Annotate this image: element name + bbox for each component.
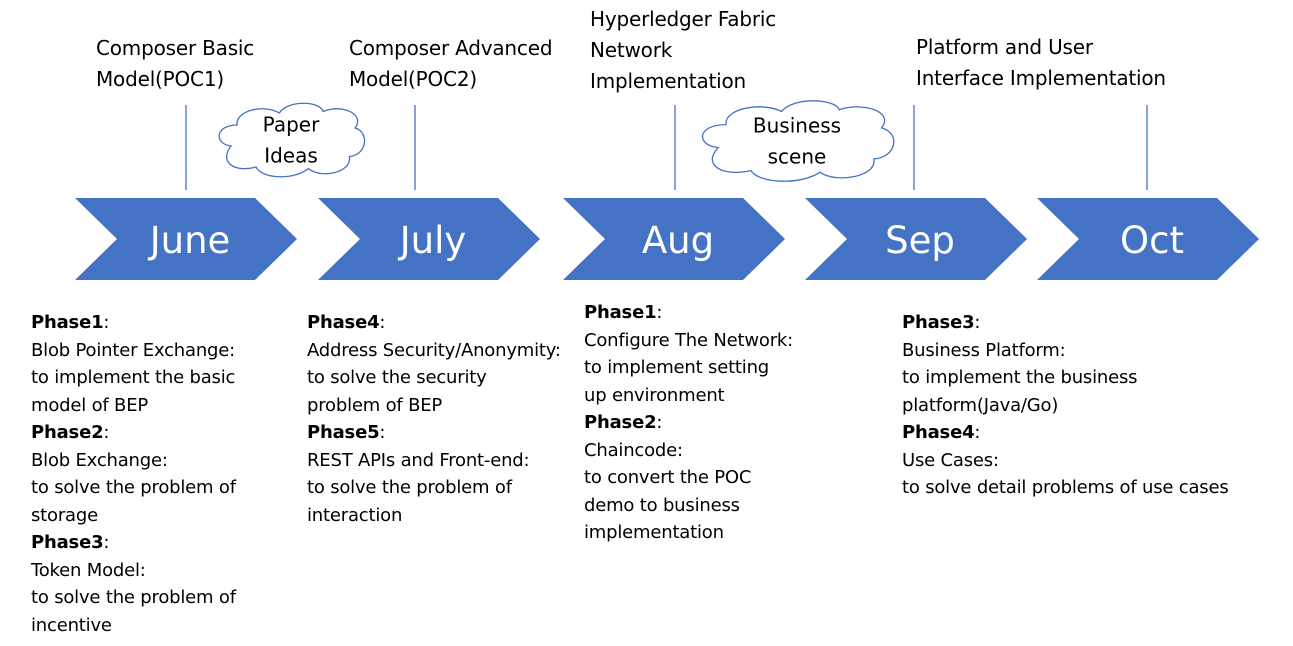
- phase-colon: :: [379, 422, 386, 443]
- phase-column: Phase1:Configure The Network:to implemen…: [584, 299, 793, 547]
- phase-name: Phase4: [307, 312, 380, 333]
- milestone-line: Composer Basic: [96, 36, 255, 60]
- phase-heading: Phase3:: [31, 529, 236, 557]
- phase-title: Business Platform:: [902, 339, 1066, 361]
- phase-name: Phase2: [31, 422, 104, 443]
- milestone-line: Interface Implementation: [916, 66, 1166, 90]
- month-chevrons: June July Aug Sep Oct: [75, 198, 1259, 280]
- phase-description: platform(Java/Go): [902, 394, 1059, 416]
- phase-description: to solve the problem of: [307, 477, 512, 498]
- cloud-callout: [701, 100, 895, 182]
- cloud-label: Paper: [263, 113, 320, 137]
- cloud-callout: [218, 102, 366, 178]
- phase-name: Phase5: [307, 422, 380, 443]
- phase-colon: :: [379, 312, 386, 333]
- phase-column: Phase1:Blob Pointer Exchange:to implemen…: [31, 309, 236, 639]
- connector-lines: [185, 105, 1148, 190]
- phase-description: to implement setting: [584, 357, 770, 378]
- chevron-july: [318, 198, 540, 280]
- milestone-line: Model(POC2): [349, 67, 477, 91]
- month-label: Sep: [885, 219, 955, 262]
- milestone-line: Hyperledger Fabric: [590, 7, 777, 31]
- phase-title: Blob Exchange:: [31, 449, 168, 471]
- phase-title: Use Cases:: [902, 449, 999, 471]
- phase-title: Chaincode:: [584, 439, 683, 461]
- phase-description: to implement the basic: [31, 367, 236, 388]
- phase-heading: Phase4:: [902, 419, 1229, 447]
- phase-colon: :: [656, 412, 663, 433]
- month-label: June: [148, 219, 231, 262]
- phase-colon: :: [103, 312, 110, 333]
- cloud-label: Business: [753, 114, 841, 138]
- phase-colon: :: [103, 532, 110, 553]
- phase-heading: Phase1:: [31, 309, 236, 337]
- phase-description: to implement the business: [902, 367, 1138, 388]
- milestone-line: Model(POC1): [96, 67, 224, 91]
- milestone-line: Network: [590, 38, 673, 62]
- phase-name: Phase3: [31, 532, 104, 553]
- cloud-label: Ideas: [264, 144, 318, 168]
- phase-colon: :: [974, 312, 981, 333]
- phase-column: Phase3:Business Platform:to implement th…: [902, 309, 1229, 502]
- phase-description: problem of BEP: [307, 394, 443, 416]
- phase-heading: Phase5:: [307, 419, 561, 447]
- phase-description: storage: [31, 504, 98, 526]
- phase-column: Phase4:Address Security/Anonymity:to sol…: [307, 309, 561, 529]
- phase-description: interaction: [307, 504, 403, 526]
- chevron-aug: [563, 198, 785, 280]
- phase-heading: Phase2:: [31, 419, 236, 447]
- phase-name: Phase2: [584, 412, 657, 433]
- month-label: Oct: [1120, 219, 1184, 262]
- phase-description: model of BEP: [31, 394, 149, 416]
- month-label: July: [398, 219, 467, 262]
- phase-description: to convert the POC: [584, 467, 752, 488]
- phase-description: incentive: [31, 614, 112, 636]
- phase-title: REST APIs and Front-end:: [307, 449, 530, 471]
- phase-name: Phase4: [902, 422, 975, 443]
- milestone-line: Platform and User: [916, 35, 1093, 59]
- phase-description: to solve the security: [307, 367, 487, 388]
- phase-description: to solve the problem of: [31, 587, 236, 608]
- phase-name: Phase1: [31, 312, 104, 333]
- phase-heading: Phase4:: [307, 309, 561, 337]
- milestone-line: Composer Advanced: [349, 36, 553, 60]
- phase-title: Configure The Network:: [584, 329, 793, 351]
- chevron-june: [75, 198, 297, 280]
- milestone-line: Implementation: [590, 69, 747, 93]
- cloud-label: scene: [768, 145, 827, 169]
- month-label: Aug: [642, 219, 714, 262]
- phase-colon: :: [103, 422, 110, 443]
- phase-heading: Phase3:: [902, 309, 1229, 337]
- phase-heading: Phase2:: [584, 409, 793, 437]
- phase-description: to solve the problem of: [31, 477, 236, 498]
- phase-colon: :: [656, 302, 663, 323]
- phase-description: demo to business: [584, 494, 740, 516]
- phase-heading: Phase1:: [584, 299, 793, 327]
- phase-description: up environment: [584, 384, 725, 406]
- phase-title: Token Model:: [31, 559, 146, 581]
- phase-title: Address Security/Anonymity:: [307, 339, 561, 361]
- phase-name: Phase1: [584, 302, 657, 323]
- phase-name: Phase3: [902, 312, 975, 333]
- phase-title: Blob Pointer Exchange:: [31, 339, 236, 361]
- chevron-sep: [805, 198, 1027, 280]
- phase-colon: :: [974, 422, 981, 443]
- phase-description: to solve detail problems of use cases: [902, 477, 1229, 498]
- phase-description: implementation: [584, 522, 724, 543]
- chevron-oct: [1037, 198, 1259, 280]
